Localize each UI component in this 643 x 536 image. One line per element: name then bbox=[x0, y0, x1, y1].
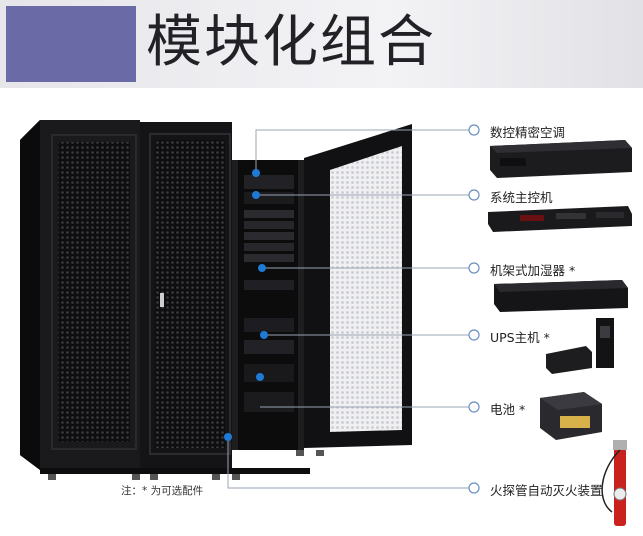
callout-markers bbox=[224, 169, 268, 441]
ups-image bbox=[546, 318, 614, 374]
fire-suppression-image bbox=[601, 440, 627, 526]
optional-note: 注：* 为可选配件 bbox=[121, 485, 204, 497]
banner-accent-block bbox=[6, 6, 136, 82]
precision-ac-unit-image bbox=[490, 140, 632, 178]
label-fire-suppression: 火探管自动灭火装置 bbox=[490, 483, 603, 498]
cabinet-illustration bbox=[20, 120, 632, 526]
system-controller-image bbox=[488, 206, 632, 232]
label-rack-humidifier: 机架式加湿器 * bbox=[490, 263, 576, 278]
label-ups: UPS主机 * bbox=[490, 330, 550, 345]
page-title: 模块化组合 bbox=[146, 10, 436, 75]
battery-image bbox=[540, 392, 602, 440]
label-battery: 电池 * bbox=[490, 402, 526, 417]
rack-humidifier-image bbox=[494, 280, 628, 312]
cabinet-interior bbox=[232, 160, 304, 450]
cabinet-feet bbox=[40, 450, 324, 480]
cabinet-middle bbox=[140, 122, 232, 472]
callout-endpoints bbox=[468, 124, 480, 494]
open-door bbox=[304, 124, 412, 448]
label-system-controller: 系统主控机 bbox=[490, 190, 553, 205]
callout-lines bbox=[227, 129, 470, 489]
cabinet-left bbox=[20, 120, 140, 470]
title-banner: 模块化组合 bbox=[0, 0, 643, 88]
label-precision-ac: 数控精密空调 bbox=[490, 125, 566, 140]
